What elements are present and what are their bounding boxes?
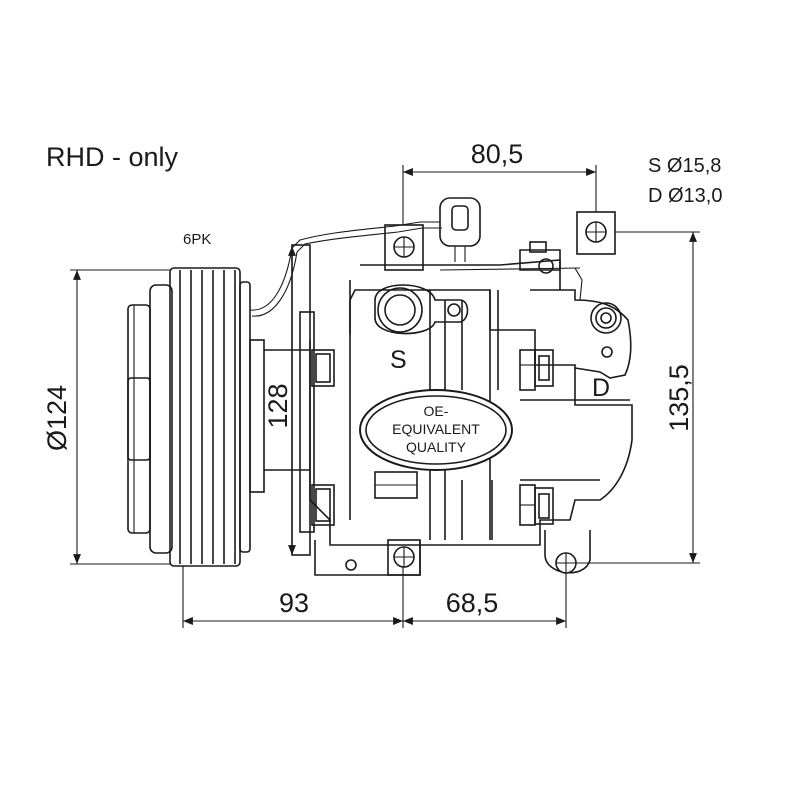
stamp-line1: OE- <box>424 403 449 419</box>
discharge-mark: D <box>592 374 610 402</box>
compressor-body <box>249 197 633 576</box>
mounting-holes <box>345 211 616 576</box>
belt-label: 6PK <box>183 231 211 248</box>
dim-bottom-right: 68,5 <box>446 588 499 618</box>
suction-spec-label: S Ø15,8 <box>648 155 721 177</box>
dim-top-width: 80,5 <box>471 139 524 169</box>
stamp-line3: QUALITY <box>406 439 467 455</box>
suction-port <box>374 284 469 335</box>
belt-grooves <box>179 270 236 564</box>
dim-bottom-left: 93 <box>279 588 309 618</box>
dim-pulley-diameter: Ø124 <box>42 385 72 451</box>
pulley <box>127 267 310 567</box>
discharge-port <box>590 302 622 334</box>
dim-inner-height: 128 <box>263 383 293 428</box>
dimension-lines <box>70 165 700 628</box>
dim-total-height: 135,5 <box>664 364 694 432</box>
discharge-spec-label: D Ø13,0 <box>648 185 722 207</box>
oe-stamp: OE- EQUIVALENT QUALITY <box>359 389 513 471</box>
title-label: RHD - only <box>46 142 179 172</box>
suction-mark: S <box>390 346 407 374</box>
stamp-line2: EQUIVALENT <box>392 421 480 437</box>
